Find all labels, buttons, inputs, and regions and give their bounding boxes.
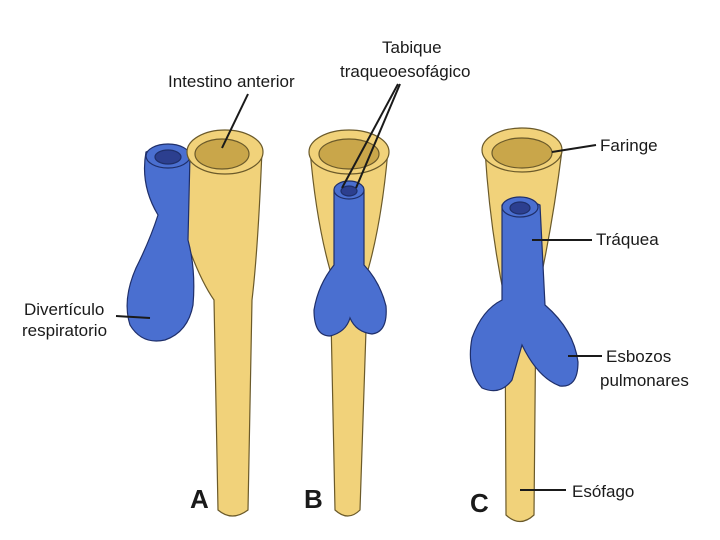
label-septum-line2: traqueoesofágico: [340, 62, 470, 81]
foregut-tube-a: [186, 150, 262, 516]
label-septum-line1: Tabique: [382, 38, 442, 57]
panel-letter-b: B: [304, 484, 323, 514]
pharynx-lumen: [492, 138, 552, 168]
label-buds-line2: pulmonares: [600, 371, 689, 390]
label-esophagus: Esófago: [572, 482, 634, 501]
panel-letter-a: A: [190, 484, 209, 514]
panel-b: B Tabique traqueoesofágico: [304, 38, 470, 516]
panel-letter-c: C: [470, 488, 489, 518]
respiratory-diverticulum: [127, 147, 194, 341]
label-buds-line1: Esbozos: [606, 347, 671, 366]
label-diverticulum-line2: respiratorio: [22, 321, 107, 340]
panel-c: C Faringe Tráquea Esbozos pulmonares Esó…: [470, 128, 689, 522]
label-trachea: Tráquea: [596, 230, 659, 249]
foregut-lumen-a: [195, 139, 249, 169]
label-pharynx: Faringe: [600, 136, 658, 155]
panel-a: A Intestino anterior Divertículo respira…: [22, 72, 295, 516]
label-foregut: Intestino anterior: [168, 72, 295, 91]
diverticulum-lumen: [155, 150, 181, 164]
trachea-lumen-c: [510, 202, 530, 214]
label-diverticulum-line1: Divertículo: [24, 300, 104, 319]
